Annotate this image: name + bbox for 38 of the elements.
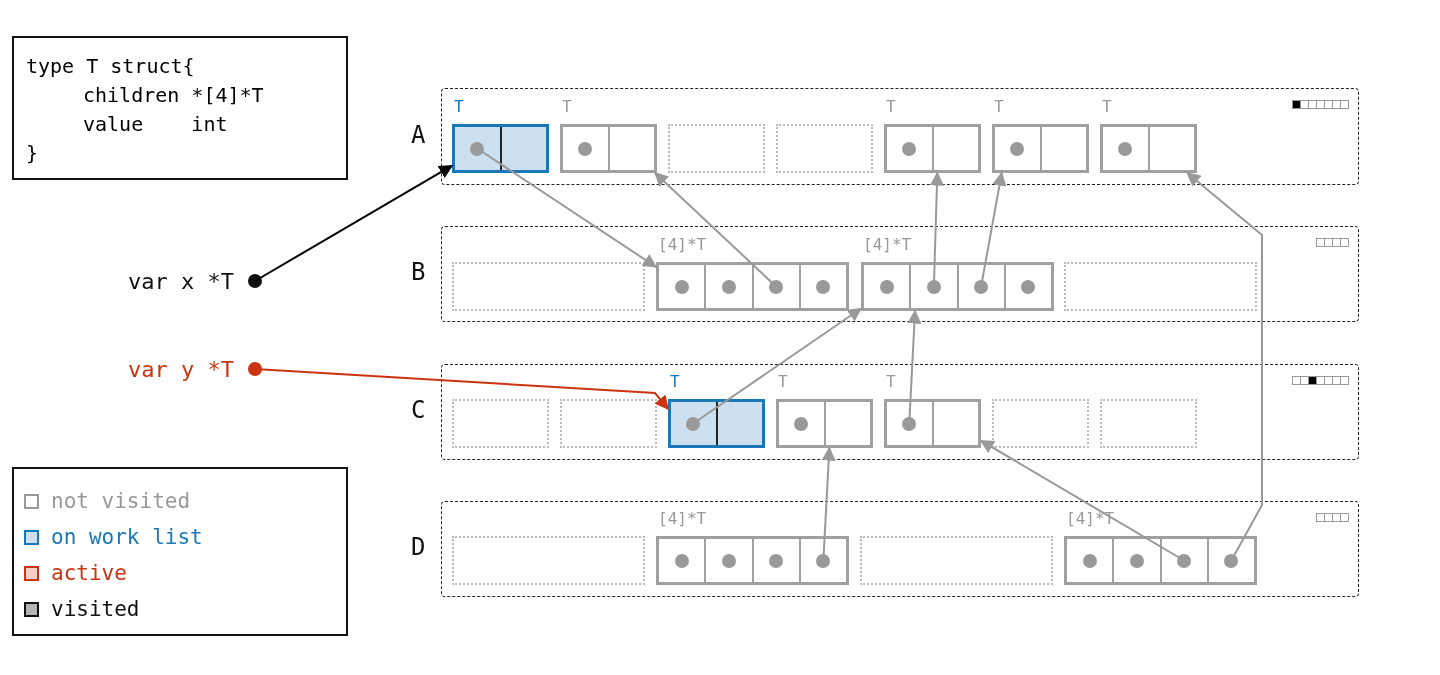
type-label: T [1102, 97, 1112, 116]
empty-slot [776, 124, 873, 173]
type-label: T [886, 97, 896, 116]
type-label: [4]*T [863, 235, 912, 254]
empty-slot [452, 399, 549, 448]
type-label: T [778, 372, 788, 391]
variable-label: var x *T [128, 268, 234, 294]
type-label: T [562, 97, 572, 116]
empty-slot [992, 399, 1089, 448]
type-label: [4]*T [658, 235, 707, 254]
empty-slot [860, 536, 1053, 585]
code-line: children *[4]*T [83, 82, 264, 109]
empty-slot [452, 536, 645, 585]
empty-slot [560, 399, 657, 448]
arrow [253, 164, 454, 282]
variable-label: var y *T [128, 356, 234, 382]
row-label: B [411, 258, 426, 286]
row-label: C [411, 396, 426, 424]
empty-slot [452, 262, 645, 311]
type-label: T [994, 97, 1004, 116]
code-box [12, 36, 348, 180]
type-label: [4]*T [658, 509, 707, 528]
empty-slot [1100, 399, 1197, 448]
code-line: value int [83, 111, 228, 138]
row-label: D [411, 533, 426, 561]
type-label: T [454, 97, 464, 116]
legend-label: not visited [51, 488, 191, 515]
empty-slot [1064, 262, 1257, 311]
row-label: A [411, 120, 426, 149]
legend-label: on work list [51, 524, 203, 551]
legend-label: active [51, 560, 127, 587]
type-label: [4]*T [1066, 509, 1115, 528]
type-label: T [886, 372, 896, 391]
code-line: } [26, 140, 39, 167]
empty-slot [668, 124, 765, 173]
legend-label: visited [51, 596, 140, 623]
code-line: type T struct{ [26, 53, 195, 80]
type-label: T [670, 372, 680, 391]
